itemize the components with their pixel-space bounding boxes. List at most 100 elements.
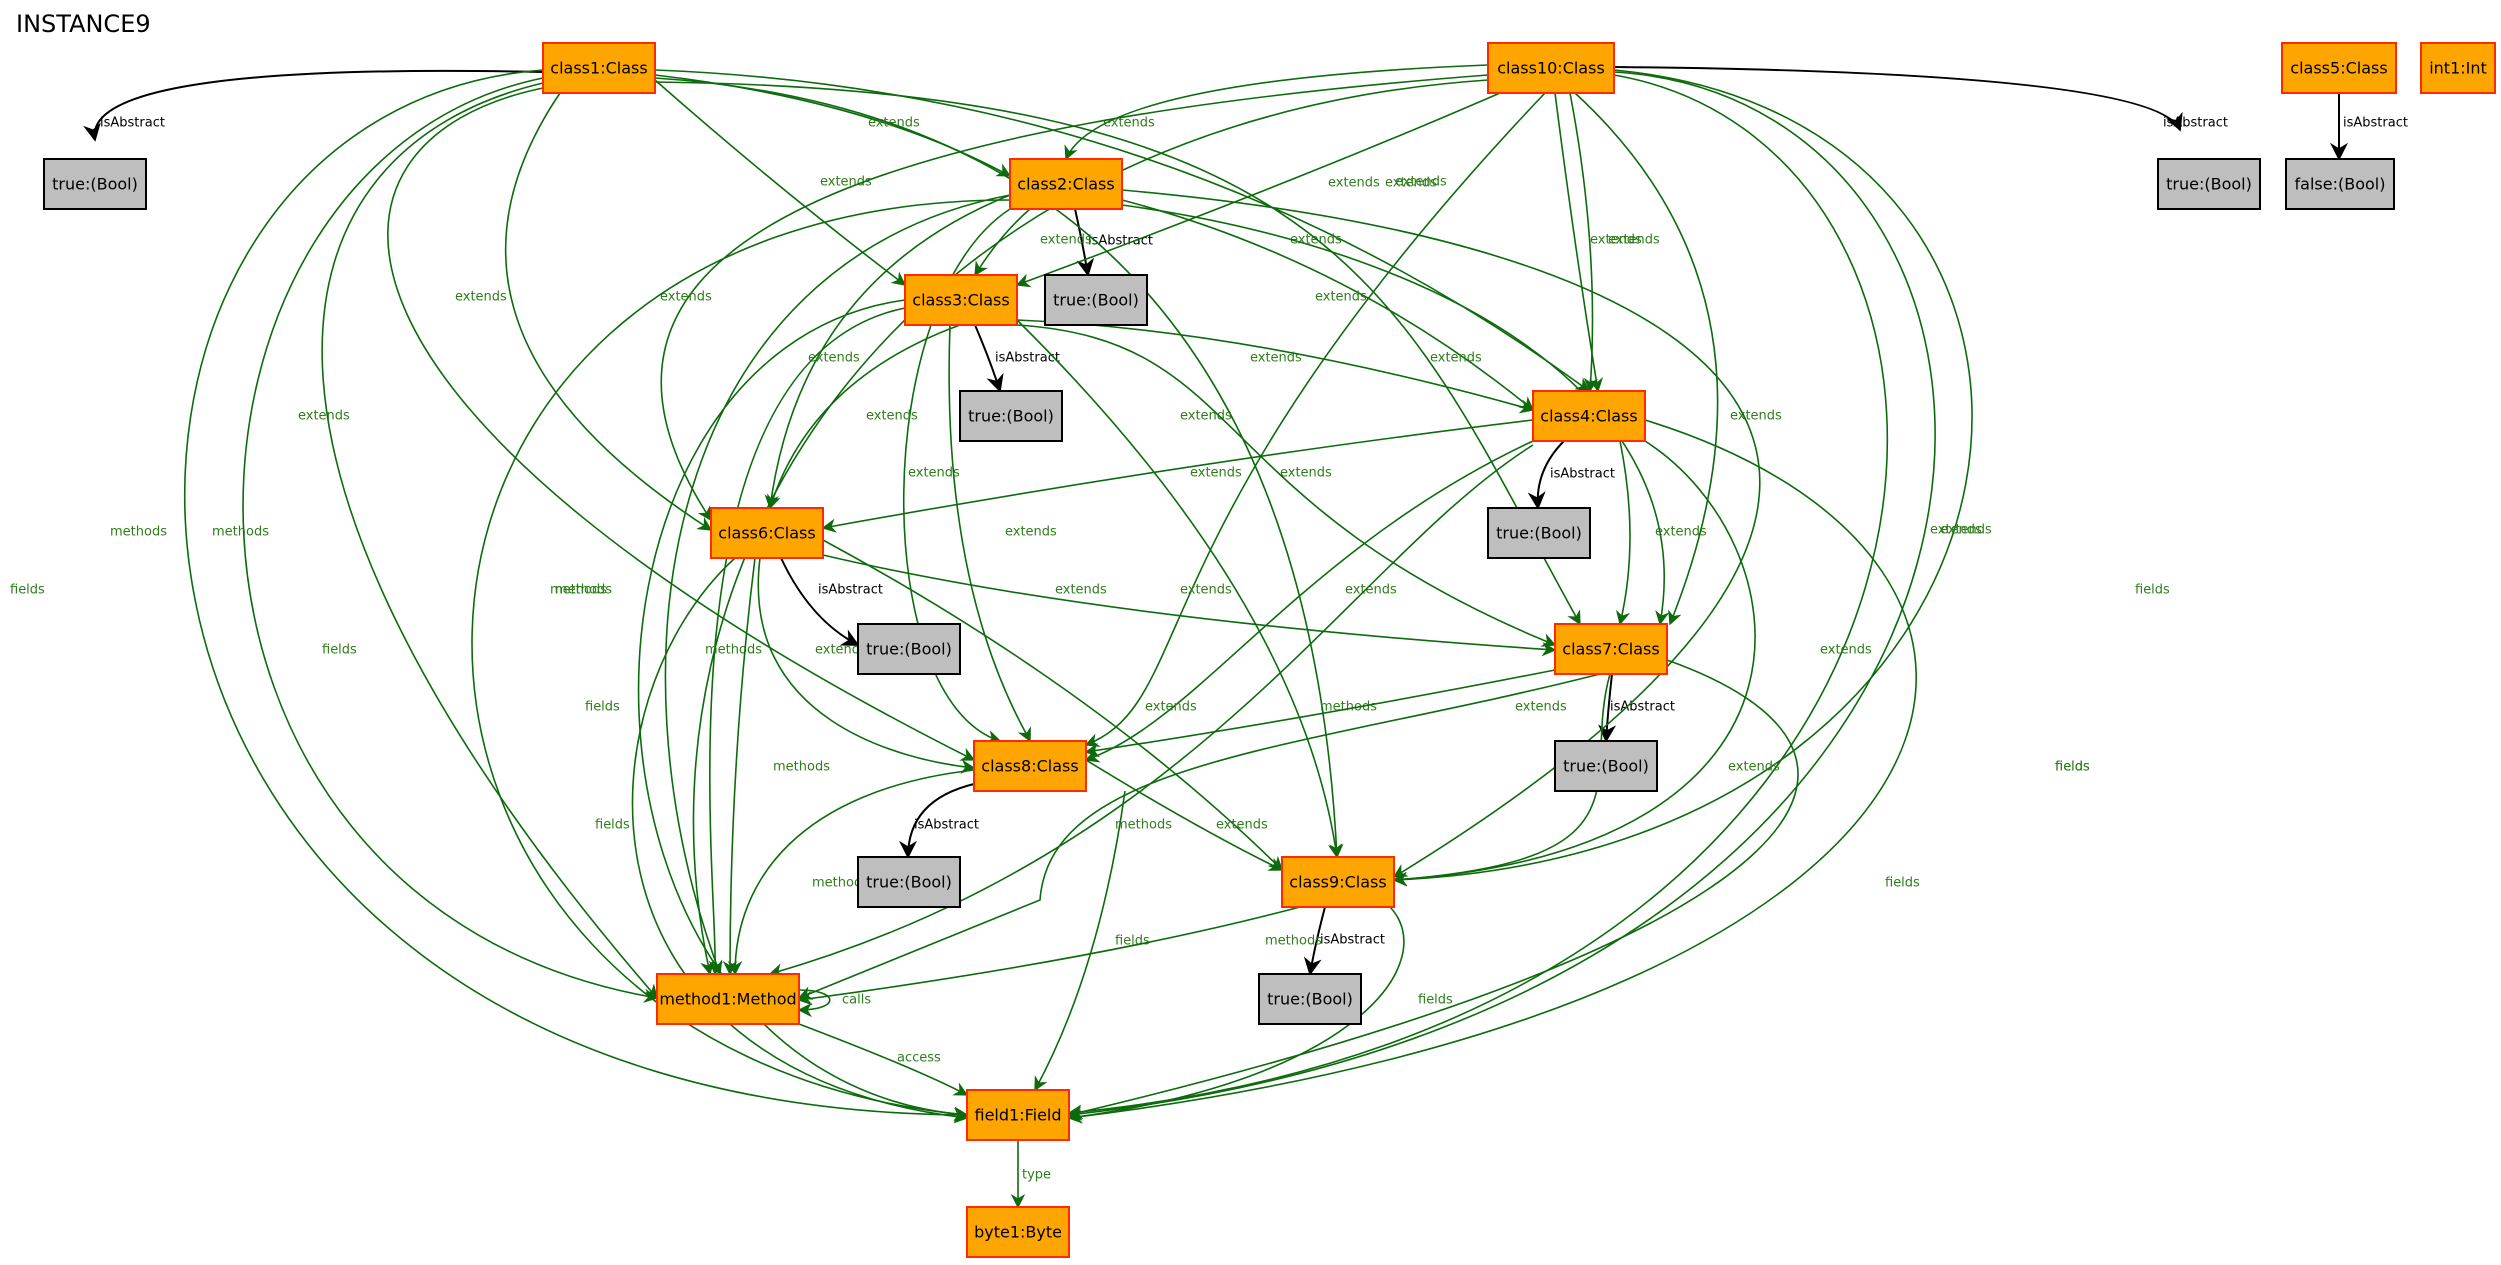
- edge-class1-fields-field1: [184, 69, 969, 1123]
- edge-label-methods: methods: [550, 583, 607, 598]
- edge-class2-isAbstract-b_c2: [1074, 208, 1095, 277]
- node-label: class7:Class: [1562, 640, 1659, 659]
- edge-class1-extends-class7: [654, 81, 1581, 626]
- node-box: [904, 274, 1018, 326]
- edge-label-fields: fields: [10, 583, 45, 598]
- node-b_c6[interactable]: true:(Bool): [857, 623, 961, 675]
- edge-label-extends: extends: [1055, 583, 1107, 598]
- node-class9[interactable]: class9:Class: [1281, 856, 1395, 908]
- node-b_c3[interactable]: true:(Bool): [959, 390, 1063, 442]
- edge-label-extends: extends: [1290, 233, 1342, 248]
- node-label: true:(Bool): [52, 175, 138, 194]
- edge-label-isAbstract: isAbstract: [2343, 116, 2408, 131]
- node-box: [1487, 507, 1591, 559]
- edge-class4-isAbstract-b_c4: [1527, 440, 1565, 510]
- edge-label-extends: extends: [1005, 525, 1057, 540]
- node-b_c1[interactable]: true:(Bool): [43, 158, 147, 210]
- node-class1[interactable]: class1:Class: [542, 42, 656, 94]
- node-class5[interactable]: class5:Class: [2281, 42, 2397, 94]
- node-b_c5[interactable]: false:(Bool): [2285, 158, 2395, 210]
- node-class2[interactable]: class2:Class: [1009, 158, 1123, 210]
- node-box: [2285, 158, 2395, 210]
- edge-class2-fields-field1: [471, 199, 1011, 1121]
- edge-class6-extends-class9: [822, 539, 1284, 872]
- edge-label-isAbstract: isAbstract: [2163, 116, 2228, 131]
- node-box: [973, 740, 1087, 792]
- node-box: [1554, 740, 1658, 792]
- node-b_c8[interactable]: true:(Bool): [857, 856, 961, 908]
- edge-label-extends: extends: [1395, 175, 1447, 190]
- node-box: [1554, 623, 1668, 675]
- edge-method1-access-field1: [798, 1023, 969, 1096]
- node-b_c2[interactable]: true:(Bool): [1044, 274, 1148, 326]
- edge-class2-extends-class7: [1121, 204, 1670, 626]
- edge-label-extends: extends: [1103, 116, 1155, 131]
- edge-label-fields: fields: [2135, 583, 2170, 598]
- node-label: true:(Bool): [968, 407, 1054, 426]
- node-label: class10:Class: [1497, 59, 1605, 78]
- node-box: [710, 507, 824, 559]
- edge-label-methods: methods: [705, 643, 762, 658]
- node-field1[interactable]: field1:Field: [966, 1089, 1070, 1141]
- node-box: [959, 390, 1063, 442]
- edge-label-extends: extends: [1040, 233, 1092, 248]
- node-label: true:(Bool): [866, 640, 952, 659]
- edge-class4-extends-class9: [1392, 440, 1756, 887]
- node-label: false:(Bool): [2295, 175, 2386, 194]
- node-class7[interactable]: class7:Class: [1554, 623, 1668, 675]
- node-box: [966, 1089, 1070, 1141]
- edge-label-methods: methods: [1265, 934, 1322, 949]
- edge-label-access: access: [897, 1051, 941, 1066]
- edge-label-extends: extends: [1655, 525, 1707, 540]
- edge-label-fields: fields: [1418, 993, 1453, 1008]
- node-b_c10[interactable]: true:(Bool): [2157, 158, 2261, 210]
- node-b_c9[interactable]: true:(Bool): [1258, 973, 1362, 1025]
- node-label: true:(Bool): [1267, 990, 1353, 1009]
- edge-label-fields: fields: [322, 643, 357, 658]
- node-box: [966, 1206, 1070, 1258]
- node-class10[interactable]: class10:Class: [1487, 42, 1615, 94]
- edge-class1-isAbstract-b_c1: [83, 69, 544, 142]
- nodes-layer: class1:Class class10:Class class5:Class int…: [43, 42, 2496, 1258]
- node-class4[interactable]: class4:Class: [1532, 390, 1646, 442]
- node-class3[interactable]: class3:Class: [904, 274, 1018, 326]
- edge-label-isAbstract: isAbstract: [1320, 933, 1385, 948]
- edge-class7-methods-method1: [797, 673, 1601, 1000]
- edge-class2-extends-class8: [902, 208, 1011, 744]
- edge-label-isAbstract: isAbstract: [995, 351, 1060, 366]
- node-class6[interactable]: class6:Class: [710, 507, 824, 559]
- edge-label-extends: extends: [298, 409, 350, 424]
- edge-label-extends: extends: [1820, 643, 1872, 658]
- edge-label-extends: extends: [1190, 466, 1242, 481]
- node-label: class9:Class: [1289, 873, 1386, 892]
- node-box: [2281, 42, 2397, 94]
- edge-class1-methods-method1: [321, 82, 658, 1000]
- edge-label-extends: extends: [1385, 176, 1437, 191]
- edge-label-extends: extends: [908, 466, 960, 481]
- node-method1[interactable]: method1:Method: [656, 973, 800, 1025]
- node-label: class4:Class: [1540, 407, 1637, 426]
- edge-label-extends: extends: [1728, 760, 1780, 775]
- edge-label-methods: methods: [555, 583, 612, 598]
- edge-label-type: type: [1022, 1168, 1051, 1183]
- edge-label-fields: fields: [1885, 876, 1920, 891]
- node-int1[interactable]: int1:Int: [2420, 42, 2496, 94]
- edge-label-extends: extends: [1930, 523, 1982, 538]
- edge-label-isAbstract: isAbstract: [1550, 467, 1615, 482]
- edge-class3-extends-class7: [1016, 324, 1557, 647]
- node-byte1[interactable]: byte1:Byte: [966, 1206, 1070, 1258]
- edge-class7-extends-class9: [1392, 673, 1611, 887]
- node-label: true:(Bool): [1053, 291, 1139, 310]
- node-box: [1532, 390, 1646, 442]
- node-b_c4[interactable]: true:(Bool): [1487, 507, 1591, 559]
- edge-class3-methods-method1: [708, 307, 906, 976]
- node-label: true:(Bool): [1496, 524, 1582, 543]
- node-class8[interactable]: class8:Class: [973, 740, 1087, 792]
- edge-class3-extends-class9: [1016, 319, 1343, 859]
- node-b_c7[interactable]: true:(Bool): [1554, 740, 1658, 792]
- node-box: [1044, 274, 1148, 326]
- edge-label-isAbstract: isAbstract: [914, 818, 979, 833]
- edge-class6-extends-class8: [757, 557, 976, 774]
- node-box: [43, 158, 147, 210]
- node-box: [857, 623, 961, 675]
